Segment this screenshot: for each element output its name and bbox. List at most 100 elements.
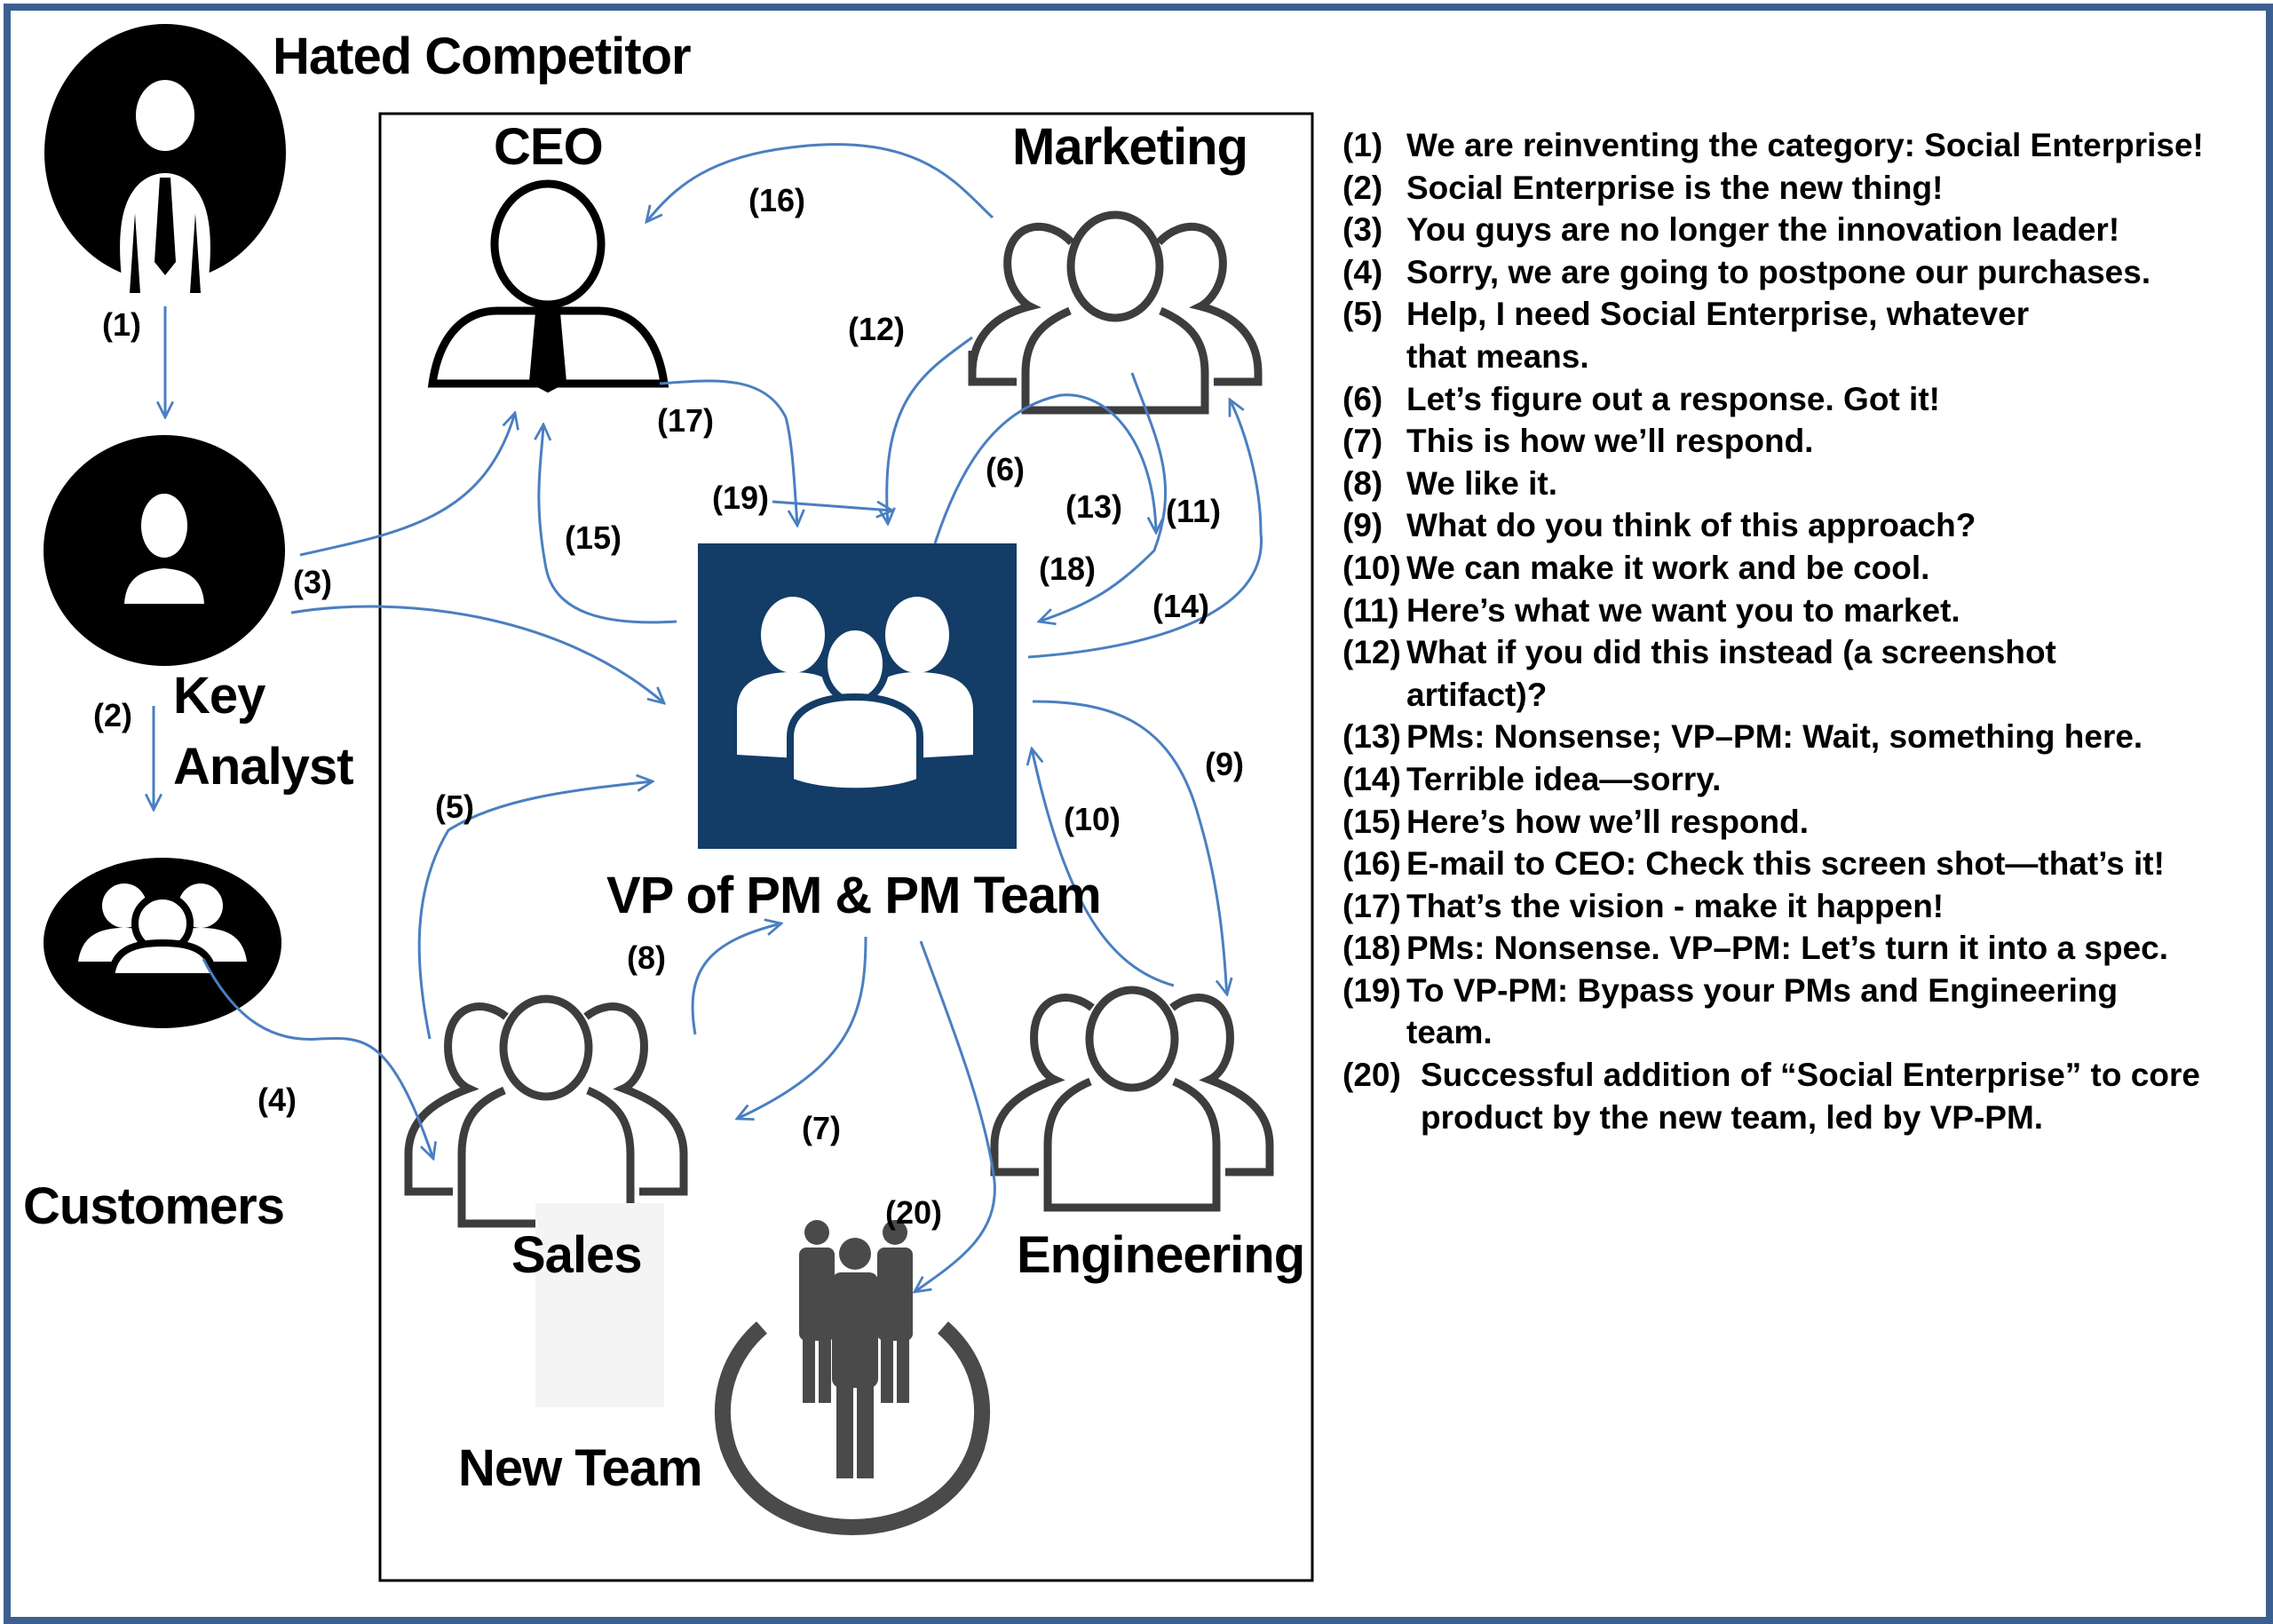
step-label-1: (1) [102,306,141,343]
legend-item: (10)We can make it work and be cool. [1342,547,2257,590]
legend-num: (20) [1342,1057,1401,1094]
legend-item: (1) We are reinventing the category: Soci… [1342,124,2257,167]
legend-item: (3)You guys are no longer the innovation… [1342,209,2257,251]
legend-item: (5) Help, I need Social Enterprise, whate… [1342,293,2053,377]
arrow-3b [290,605,664,703]
legend-num: (7) [1342,423,1383,460]
marketing-label: Marketing [1012,118,1248,176]
legend-text: What if you did this instead (a screensh… [1406,634,2056,713]
legend-text: Here’s what we want you to market. [1406,591,1960,629]
company-boundary-box [378,112,1314,1582]
legend-text: E-mail to CEO: Check this screen shot—th… [1406,845,2165,883]
legend-text: To VP-PM: Bypass your PMs and Engineerin… [1406,971,2119,1051]
step-label-14: (14) [1152,588,1210,624]
legend-item: (18)PMs: Nonsense. VP–PM: Let’s turn it … [1342,927,2257,970]
legend-num: (2) [1342,169,1383,206]
legend-num: (18) [1342,930,1401,967]
legend-text: Terrible idea—sorry. [1406,760,1722,797]
legend-num: (6) [1342,380,1383,417]
legend-text: Sorry, we are going to postpone our purc… [1406,253,2151,290]
legend-num: (12) [1342,634,1401,671]
step-label-20: (20) [885,1194,943,1231]
step-label-7: (7) [802,1110,841,1146]
arrow-4 [202,958,433,1159]
legend-num: (4) [1342,253,1383,290]
customers-label: Customers [23,1177,285,1235]
legend-num: (9) [1342,507,1383,544]
legend-item: (15)Here’s how we’ll respond. [1342,801,2257,844]
engineering-icon [990,986,1274,1212]
step-label-19: (19) [712,479,770,516]
key-analyst-label-line2: Analyst [173,738,354,796]
legend-text: Help, I need Social Enterprise, whatever… [1406,296,2030,375]
vp-pm-team-icon [698,543,1017,849]
legend-text: We are reinventing the category: Social … [1406,127,2204,163]
legend-text: This is how we’ll respond. [1406,423,1814,460]
key-analyst-icon [44,435,285,666]
arrow-6 [933,393,1156,544]
legend-text: We like it. [1406,464,1557,502]
sales-label: Sales [511,1226,643,1284]
legend-item: (13)PMs: Nonsense; VP–PM: Wait, somethin… [1342,716,2257,758]
arrow-20 [915,940,996,1292]
arrow-17 [659,379,797,526]
legend-num: (5) [1342,296,1383,333]
legend-num: (13) [1342,718,1401,756]
engineering-label: Engineering [1017,1226,1305,1284]
hated-competitor-label: Hated Competitor [273,28,692,85]
ceo-label: CEO [494,118,604,176]
legend-text: We can make it work and be cool. [1406,549,1930,586]
legend-item: (7) This is how we’ll respond. [1342,420,2257,463]
legend-item: (9) What do you think of this approach? [1342,504,2257,547]
legend-text: PMs: Nonsense. VP–PM: Let’s turn it into… [1406,930,2169,967]
arrow-10 [1032,749,1175,987]
arrow-16 [646,143,994,222]
legend-item: (20) Successful addition of “Social Enter… [1342,1054,2239,1138]
step-label-8: (8) [627,939,666,976]
legend-num: (15) [1342,803,1401,840]
arrow-19 [772,500,892,511]
legend-text: PMs: Nonsense; VP–PM: Wait, something he… [1406,718,2143,756]
step-label-11: (11) [1166,493,1222,529]
sales-icon [404,994,688,1228]
arrow-11 [1027,400,1263,659]
legend-text: What do you think of this approach? [1406,507,1976,544]
step-label-15: (15) [565,519,622,556]
step-label-16: (16) [748,182,806,218]
legend-item: (11)Here’s what we want you to market. [1342,590,2257,632]
legend-num: (1) [1342,127,1383,163]
step-label-6: (6) [986,451,1025,487]
arrow-9 [1032,700,1227,994]
legend-item: (16)E-mail to CEO: Check this screen sho… [1342,843,2257,885]
legend-num: (14) [1342,760,1401,797]
legend-text: Successful addition of “Social Enterpris… [1421,1057,2200,1136]
step-label-13: (13) [1065,488,1123,525]
legend-item: (6) Let’s figure out a response. Got it! [1342,378,2257,421]
legend-text: That’s the vision - make it happen! [1406,887,1944,924]
step-label-9: (9) [1205,746,1244,782]
arrow-3a [299,413,515,557]
legend-text: Social Enterprise is the new thing! [1406,169,1944,206]
step-label-4: (4) [257,1081,297,1118]
legend-num: (10) [1342,549,1401,586]
arrow-7 [737,936,867,1119]
step-label-2: (2) [93,697,132,733]
legend-num: (3) [1342,211,1383,249]
outer-frame [4,4,2273,1624]
step-label-12: (12) [848,311,906,347]
marketing-icon [968,210,1263,415]
legend-item: (12)What if you did this instead (a scre… [1342,631,2106,716]
legend-item: (4) Sorry, we are going to postpone our p… [1342,251,2257,294]
new-team-label: New Team [458,1439,703,1497]
step-label-17: (17) [657,402,715,439]
arrow-12 [887,336,973,524]
vp-pm-team-label: VP of PM & PM Team [606,867,1102,924]
legend-item: (8)We like it. [1342,463,2257,505]
arrow-13 [1039,372,1167,622]
step-label-18: (18) [1039,551,1097,587]
legend-num: (11) [1342,591,1399,629]
legend-num: (17) [1342,887,1401,924]
legend-text: Let’s figure out a response. Got it! [1406,380,1940,417]
legend-item: (17)That’s the vision - make it happen! [1342,885,2257,928]
